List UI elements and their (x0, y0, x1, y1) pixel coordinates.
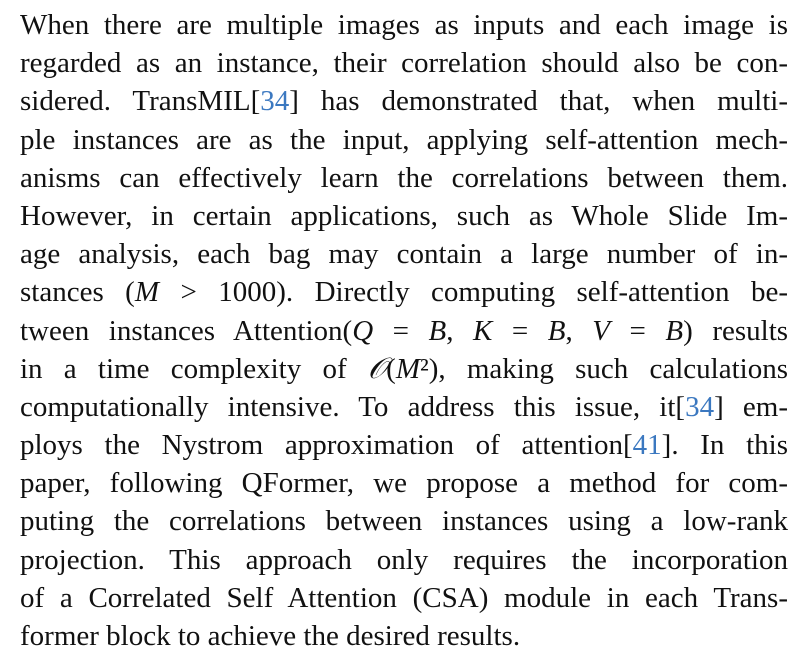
math-symbol: K (473, 314, 493, 347)
text-line: former block to achieve the desired resu… (20, 617, 788, 655)
text-run: age analysis, each bag may contain a lar… (20, 238, 788, 271)
citation-number[interactable]: 41 (632, 429, 662, 462)
text-line: in a time complexity of 𝒪(M²), making su… (20, 350, 788, 388)
text-line: When there are multiple images as inputs… (20, 6, 788, 44)
text-run: ( (386, 352, 396, 385)
text-line: age analysis, each bag may contain a lar… (20, 235, 788, 273)
citation-number[interactable]: 34 (260, 85, 290, 118)
text-line: puting the correlations between instance… (20, 502, 788, 540)
text-run: has demonstrated that, when multi- (298, 85, 788, 118)
body-paragraph: When there are multiple images as inputs… (20, 6, 788, 655)
text-line: regarded as an instance, their correlati… (20, 44, 788, 82)
text-line: stances (M > 1000). Directly computing s… (20, 273, 788, 311)
citation-number[interactable]: 34 (685, 390, 715, 423)
math-symbol: B (547, 314, 566, 347)
text-run: in a time complexity of (20, 352, 368, 385)
math-symbol: B (428, 314, 447, 347)
text-line: However, in certain applications, such a… (20, 197, 788, 235)
math-symbol: B (665, 314, 684, 347)
text-run: = (610, 314, 666, 347)
math-symbol: M (395, 352, 420, 385)
text-run: ple instances are as the input, applying… (20, 123, 788, 156)
text-run: When there are multiple images as inputs… (20, 9, 788, 41)
text-run: . In this (671, 429, 788, 462)
text-run: sidered. TransMIL (20, 85, 251, 118)
text-line: sidered. TransMIL[34] has demonstrated t… (20, 82, 788, 120)
text-run: = (492, 314, 548, 347)
citation-link[interactable]: [41] (622, 429, 672, 462)
text-run: ) results (683, 314, 789, 347)
text-run: regarded as an instance, their correlati… (20, 47, 788, 80)
text-line: computationally intensive. To address th… (20, 388, 788, 426)
text-run: However, in certain applications, such a… (20, 199, 788, 232)
text-run: former block to achieve the desired resu… (20, 620, 521, 652)
text-run: ploys the Nystrom approximation of atten… (20, 429, 623, 462)
text-run: projection. This approach only requires … (20, 543, 788, 576)
text-line: ploys the Nystrom approximation of atten… (20, 426, 788, 464)
text-run: anisms can effectively learn the correla… (20, 161, 788, 194)
text-run: stances ( (20, 276, 135, 309)
text-run: computationally intensive. To address th… (20, 390, 676, 423)
text-run: of a Correlated Self Attention (CSA) mod… (20, 581, 788, 614)
text-run: = (373, 314, 429, 347)
math-symbol: V (592, 314, 611, 347)
text-line: paper, following QFormer, we propose a m… (20, 464, 788, 502)
math-symbol: 𝒪 (367, 352, 387, 385)
text-run: , (446, 314, 474, 347)
text-run: > 1000). Directly computing self-attenti… (159, 276, 788, 309)
text-run: em- (723, 390, 788, 423)
text-line: anisms can effectively learn the correla… (20, 159, 788, 197)
text-run: puting the correlations between instance… (20, 505, 788, 538)
text-run: , (565, 314, 593, 347)
citation-link[interactable]: [34] (250, 85, 299, 118)
math-symbol: Q (352, 314, 374, 347)
math-symbol: M (134, 276, 160, 309)
citation-link[interactable]: [34] (675, 390, 724, 423)
text-run: ²), making such calculations (420, 352, 789, 385)
text-line: of a Correlated Self Attention (CSA) mod… (20, 579, 788, 617)
text-line: ple instances are as the input, applying… (20, 121, 788, 159)
text-line: projection. This approach only requires … (20, 541, 788, 579)
text-line: tween instances Attention(Q = B, K = B, … (20, 312, 788, 350)
text-run: paper, following QFormer, we propose a m… (20, 467, 788, 500)
text-run: tween instances Attention( (20, 314, 353, 347)
